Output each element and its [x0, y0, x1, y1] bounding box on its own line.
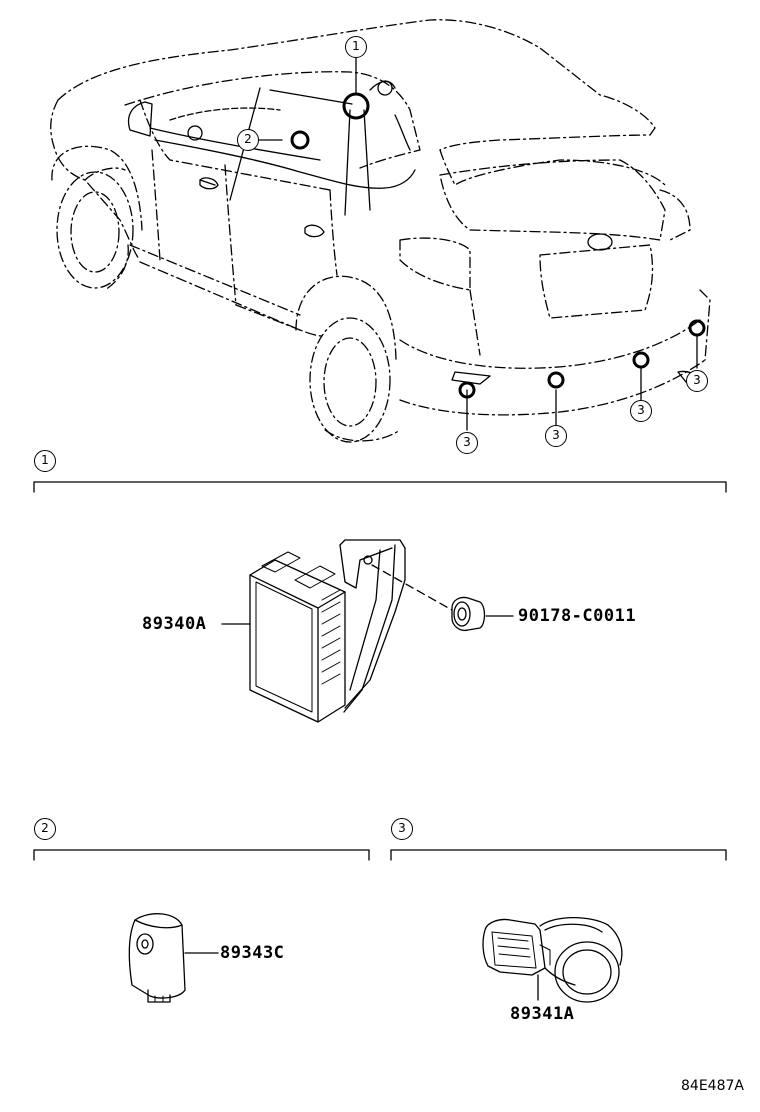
section-1-bracket: [34, 482, 726, 492]
callout-ecu-location: 1: [345, 36, 367, 58]
sensor-location-marker: [634, 353, 648, 367]
callout-sensor-location: 3: [456, 432, 478, 454]
diagram-code: 84E487A: [681, 1078, 744, 1094]
buzzer-drawing: [129, 914, 218, 1002]
vehicle-illustration: [51, 20, 710, 442]
callout-sensor-location: 3: [686, 370, 708, 392]
sensor-location-marker: [690, 321, 704, 335]
part-number-ecu[interactable]: 89340A: [142, 614, 207, 634]
callout-sensor-location: 3: [545, 425, 567, 447]
section-2-bracket: [34, 850, 369, 860]
section-1-callout: 1: [34, 450, 56, 472]
sensor-drawing: [483, 918, 622, 1002]
section-3-callout: 3: [391, 818, 413, 840]
callout-sensor-location: 3: [630, 400, 652, 422]
callout-buzzer-location: 2: [237, 129, 259, 151]
bolt-drawing: [452, 597, 513, 630]
part-number-bolt[interactable]: 90178-C0011: [518, 606, 637, 626]
part-number-sensor[interactable]: 89341A: [510, 1004, 575, 1024]
ecu-location-marker: [344, 94, 368, 118]
sensor-location-marker: [460, 383, 474, 397]
ecu-drawing: [222, 540, 452, 722]
section-2-callout: 2: [34, 818, 56, 840]
section-3-bracket: [391, 850, 726, 860]
part-number-buzzer[interactable]: 89343C: [220, 943, 285, 963]
buzzer-location-marker: [292, 132, 308, 148]
sensor-location-marker: [549, 373, 563, 387]
